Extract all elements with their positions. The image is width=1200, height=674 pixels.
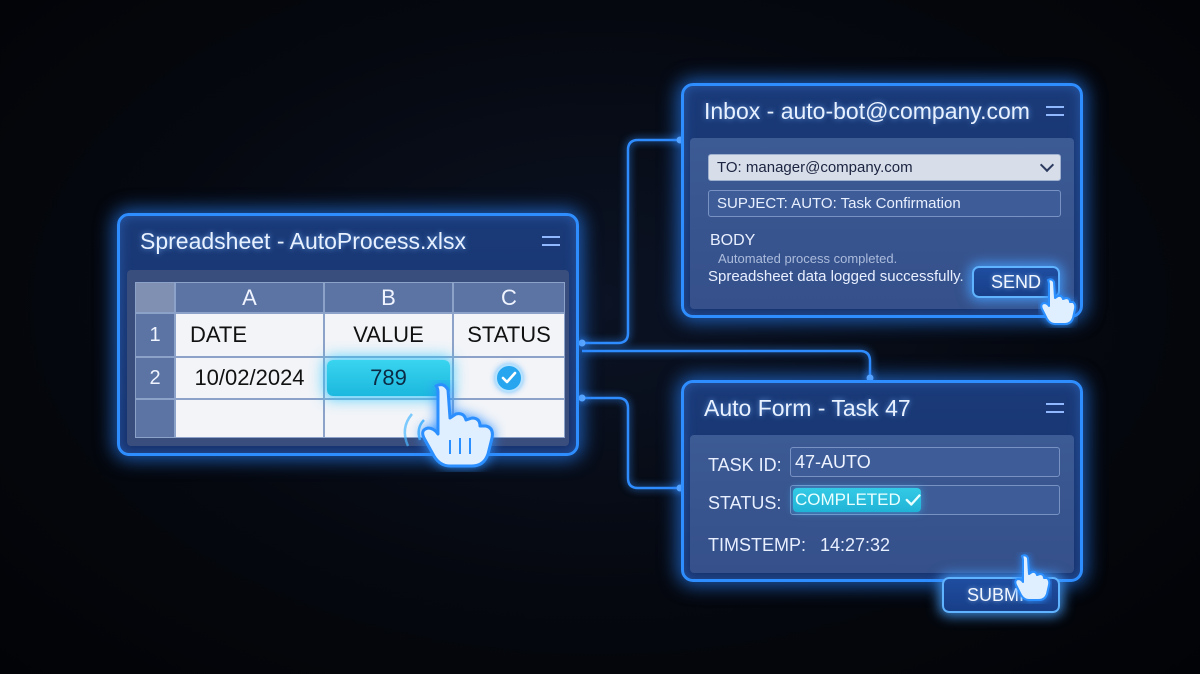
checkmark-icon — [905, 494, 921, 506]
column-header-b[interactable]: B — [324, 282, 453, 313]
menu-icon[interactable] — [1046, 403, 1064, 413]
row-header-3[interactable] — [135, 399, 175, 438]
recipient-value: TO: manager@company.com — [717, 159, 913, 176]
row-header-2[interactable]: 2 — [135, 357, 175, 399]
send-button[interactable]: SEND — [972, 266, 1060, 298]
connector-sheet-form-top — [582, 349, 872, 380]
timestamp-label: TIMSTEMP: — [708, 535, 806, 555]
selected-value: 789 — [327, 360, 450, 396]
status-field[interactable]: COMPLETED — [790, 485, 1060, 515]
pointer-hand-icon — [403, 383, 494, 468]
pointer-hand-icon — [1040, 278, 1077, 325]
spreadsheet-window: Spreadsheet - AutoProcess.xlsx A B C 1 D… — [117, 213, 579, 456]
column-header-c[interactable]: C — [453, 282, 565, 313]
auto-form-window: Auto Form - Task 47 TASK ID: 47-AUTO STA… — [681, 380, 1083, 613]
menu-icon[interactable] — [1046, 106, 1064, 116]
inbox-body: TO: manager@company.com SUPJECT: AUTO: T… — [690, 138, 1074, 309]
row-header-1[interactable]: 1 — [135, 313, 175, 357]
status-value-pill: COMPLETED — [793, 488, 921, 512]
body-text-line2[interactable]: Spreadsheet data logged successfully. — [708, 268, 964, 285]
chevron-down-icon — [1039, 157, 1055, 173]
spreadsheet-body: A B C 1 DATE VALUE STATUS 2 10/02/2024 7… — [127, 270, 569, 446]
connector-sheet-inbox — [582, 138, 681, 345]
recipient-select[interactable]: TO: manager@company.com — [708, 154, 1061, 181]
task-id-field[interactable]: 47-AUTO — [790, 447, 1060, 477]
cell-a3[interactable] — [175, 399, 324, 438]
menu-icon[interactable] — [542, 236, 560, 246]
pointer-hand-icon — [1014, 554, 1051, 601]
form-title: Auto Form - Task 47 — [704, 394, 911, 421]
body-text-line1[interactable]: Automated process completed. — [718, 251, 898, 266]
cell-c2[interactable] — [453, 357, 565, 399]
grid-corner[interactable] — [135, 282, 175, 313]
status-value: COMPLETED — [795, 490, 901, 509]
connector-dot — [578, 339, 586, 347]
inbox-title: Inbox - auto-bot@company.com — [704, 97, 1030, 124]
cell-b1[interactable]: VALUE — [324, 313, 453, 357]
connector-sheet-form-side — [582, 396, 681, 490]
timestamp-value: 14:27:32 — [820, 535, 891, 555]
spreadsheet-title: Spreadsheet - AutoProcess.xlsx — [140, 227, 466, 254]
cell-a1[interactable]: DATE — [175, 313, 324, 357]
connector-dot — [578, 394, 586, 402]
check-circle-icon — [495, 364, 523, 392]
cell-a2[interactable]: 10/02/2024 — [175, 357, 324, 399]
task-id-label: TASK ID: — [708, 455, 782, 475]
inbox-window: Inbox - auto-bot@company.com TO: manager… — [681, 83, 1083, 318]
status-label: STATUS: — [708, 493, 782, 513]
body-label: BODY — [710, 232, 756, 249]
cell-b2-selected[interactable]: 789 — [324, 357, 453, 399]
cell-c1[interactable]: STATUS — [453, 313, 565, 357]
column-header-a[interactable]: A — [175, 282, 324, 313]
subject-field[interactable]: SUPJECT: AUTO: Task Confirmation — [708, 190, 1061, 217]
spreadsheet-grid: A B C 1 DATE VALUE STATUS 2 10/02/2024 7… — [135, 282, 565, 445]
form-body: TASK ID: 47-AUTO STATUS: COMPLETED TIMST… — [690, 435, 1074, 613]
